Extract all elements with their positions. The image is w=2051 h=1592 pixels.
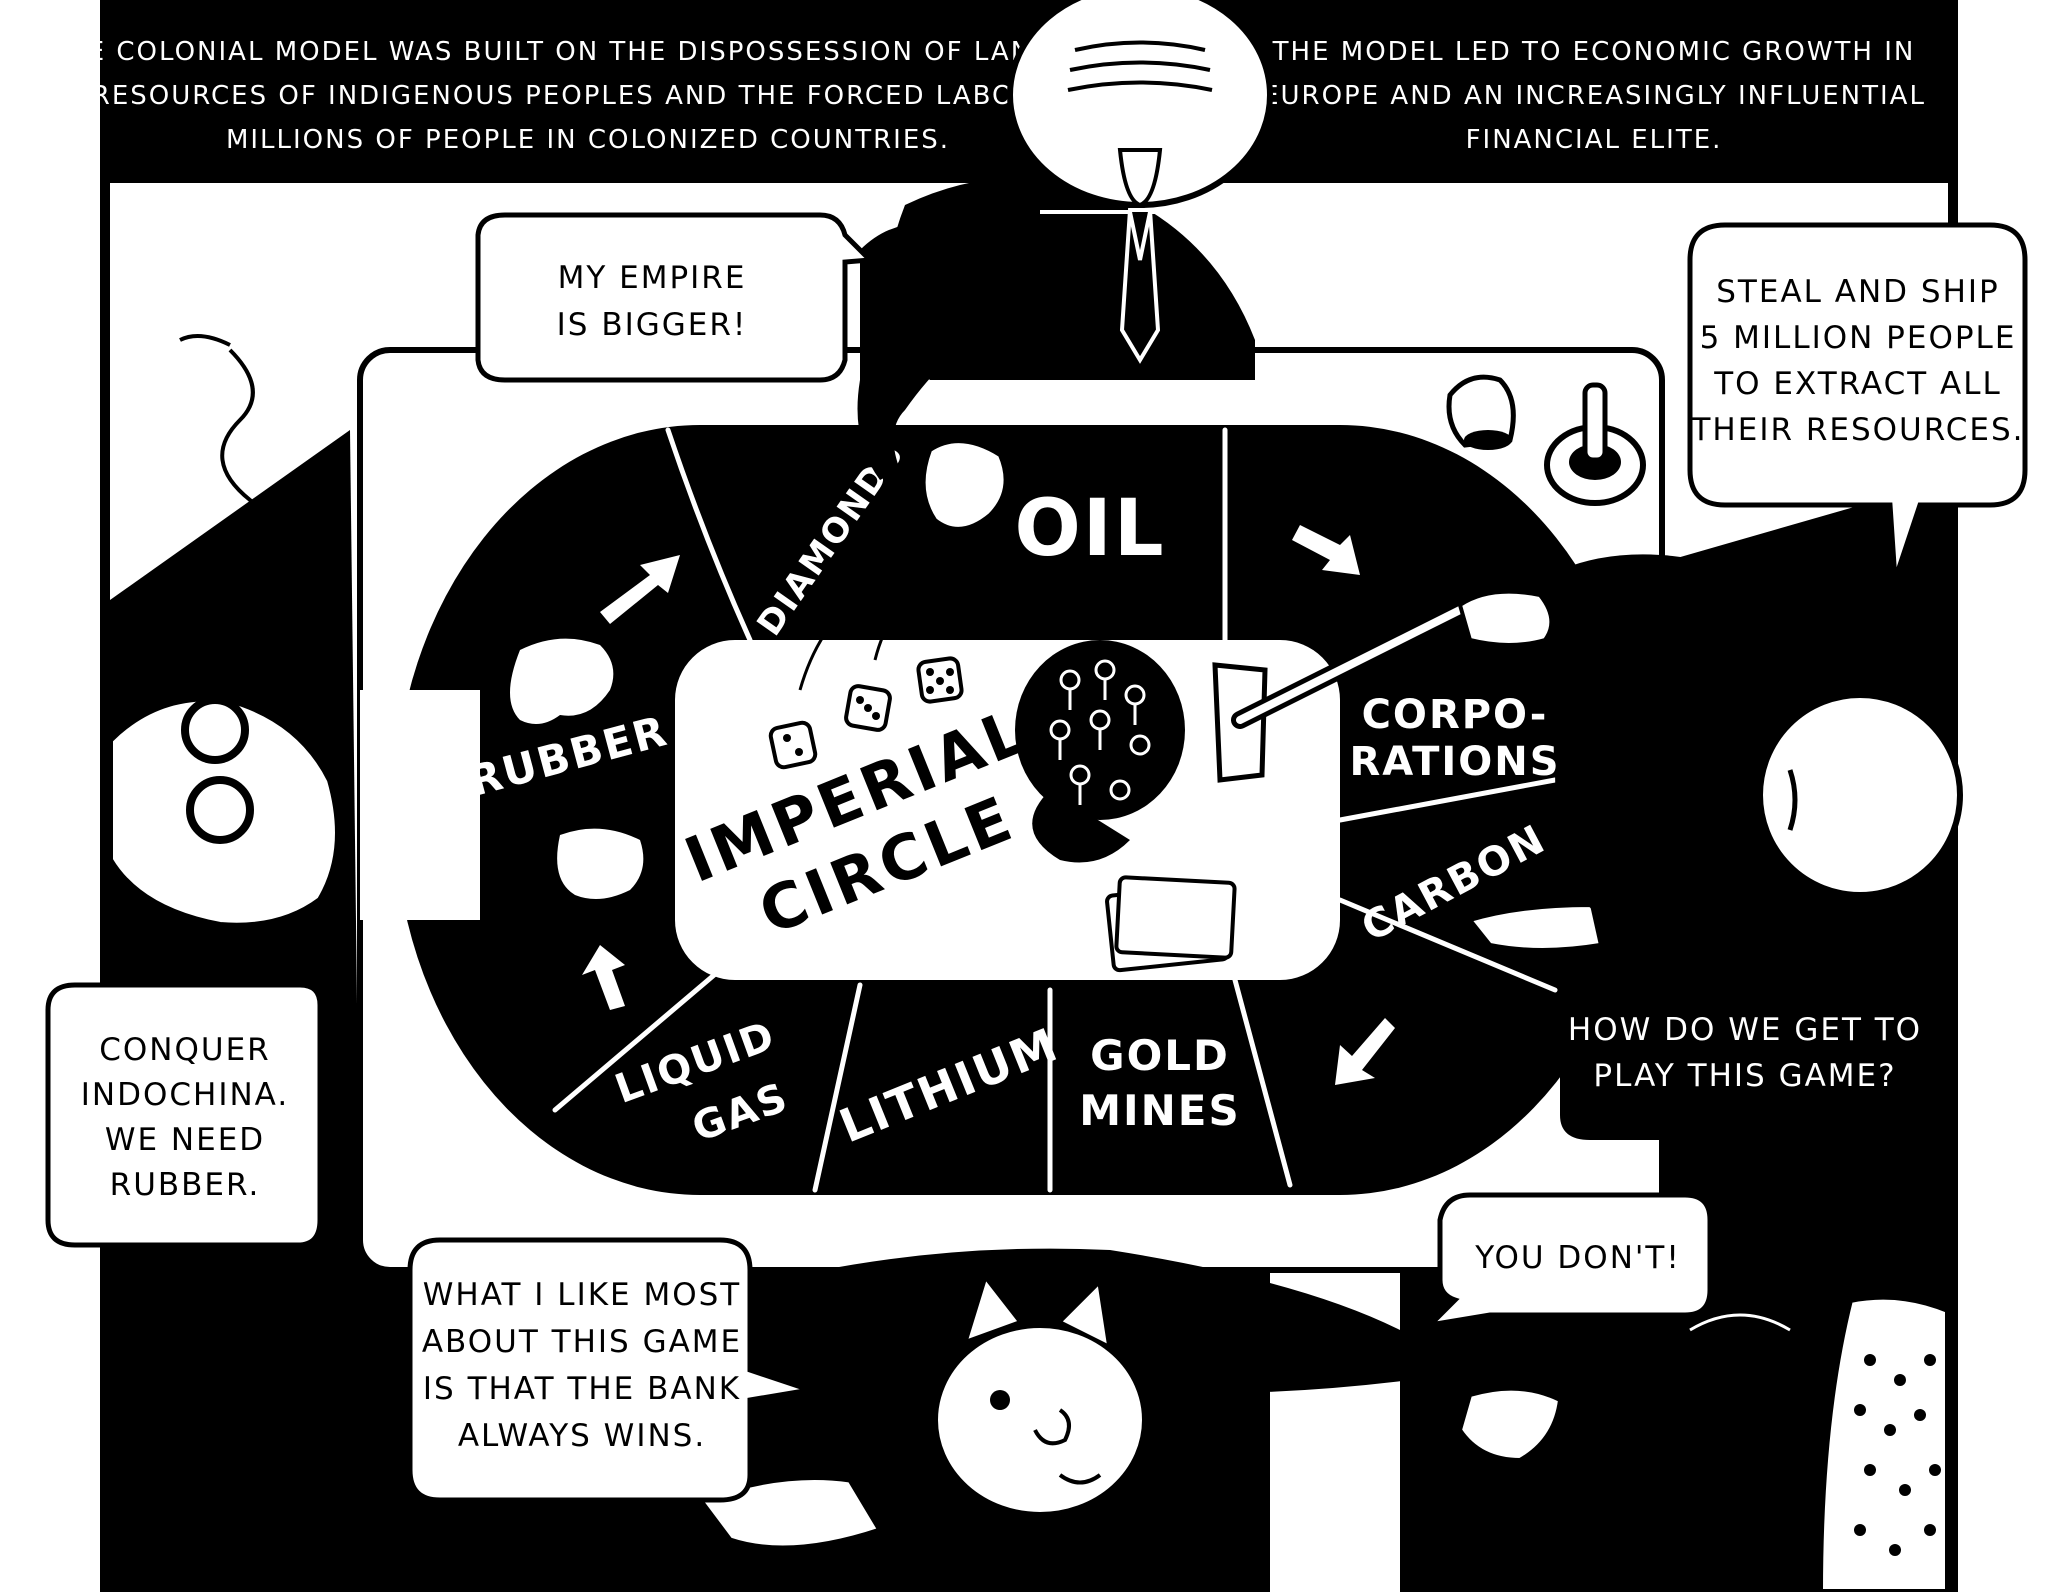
crowd-of-people <box>1015 601 1469 863</box>
dropping-hand <box>921 439 1008 531</box>
svg-text:THE COLONIAL MODEL WAS BUILT O: THE COLONIAL MODEL WAS BUILT ON THE DISP… <box>47 37 1127 67</box>
arrow-up-icon <box>582 945 625 1010</box>
svg-text:IS BIGGER!: IS BIGGER! <box>557 307 748 343</box>
arrow-up-right-icon <box>600 555 680 624</box>
open-hand <box>1457 1386 1563 1463</box>
svg-text:MILLIONS OF PEOPLE IN COLONIZE: MILLIONS OF PEOPLE IN COLONIZED COUNTRIE… <box>226 125 950 155</box>
svg-text:THE MODEL LED TO ECONOMIC GROW: THE MODEL LED TO ECONOMIC GROWTH IN <box>1272 37 1916 67</box>
space-corporations-1: CORPO- <box>1362 692 1549 738</box>
cards-stack <box>1105 875 1237 973</box>
svg-text:THEIR RESOURCES.: THEIR RESOURCES. <box>1690 412 2024 448</box>
table-props <box>1446 374 1646 506</box>
bubble-dont: YOU DON'T! <box>1422 1192 1713 1329</box>
track-arrows <box>582 525 1395 1085</box>
bottom-character <box>695 1248 1563 1551</box>
svg-text:WHAT I LIKE MOST: WHAT I LIKE MOST <box>423 1277 742 1313</box>
svg-text:TO EXTRACT ALL: TO EXTRACT ALL <box>1713 366 2002 402</box>
svg-text:WE NEED: WE NEED <box>105 1122 265 1158</box>
svg-text:FINANCIAL ELITE.: FINANCIAL ELITE. <box>1466 125 1723 155</box>
caption-left: THE COLONIAL MODEL WAS BUILT ON THE DISP… <box>47 37 1127 155</box>
arrow-down-left-icon <box>1335 1018 1395 1085</box>
left-character <box>107 334 341 929</box>
svg-text:5 MILLION PEOPLE: 5 MILLION PEOPLE <box>1700 320 2017 356</box>
space-corporations-2: RATIONS <box>1349 739 1560 785</box>
die-icon <box>768 720 818 770</box>
right-character <box>1457 554 1963 955</box>
svg-text:EUROPE AND AN INCREASINGLY INF: EUROPE AND AN INCREASINGLY INFLUENTIAL <box>1262 81 1926 111</box>
svg-text:YOU DON'T!: YOU DON'T! <box>1474 1240 1681 1276</box>
svg-text:PLAY THIS GAME?: PLAY THIS GAME? <box>1593 1058 1896 1094</box>
space-gold-mines-2: MINES <box>1079 1086 1241 1135</box>
caption-right: THE MODEL LED TO ECONOMIC GROWTH IN EURO… <box>1262 37 1926 155</box>
bubble-empire: MY EMPIRE IS BIGGER! <box>475 212 876 383</box>
dice <box>768 588 964 770</box>
space-gold-mines-1: GOLD <box>1090 1031 1230 1080</box>
space-oil: OIL <box>1014 484 1165 574</box>
children-onlookers <box>1658 1210 1951 1592</box>
die-icon <box>916 656 964 704</box>
arrow-down-right-icon <box>1292 525 1360 575</box>
svg-text:CONQUER: CONQUER <box>99 1032 270 1068</box>
svg-text:IS THAT THE BANK: IS THAT THE BANK <box>423 1371 741 1407</box>
svg-text:ALWAYS WINS.: ALWAYS WINS. <box>458 1418 706 1454</box>
glasses-icon <box>181 696 249 764</box>
top-character <box>857 0 1273 531</box>
bubble-steal: STEAL AND SHIP 5 MILLION PEOPLE TO EXTRA… <box>1687 222 2028 581</box>
bubble-bank: WHAT I LIKE MOST ABOUT THIS GAME IS THAT… <box>407 1237 811 1503</box>
svg-text:STEAL AND SHIP: STEAL AND SHIP <box>1716 274 1999 310</box>
die-icon <box>844 684 892 732</box>
svg-text:MY EMPIRE: MY EMPIRE <box>558 260 747 296</box>
bubble-how: HOW DO WE GET TO PLAY THIS GAME? <box>1560 965 1930 1280</box>
svg-text:RESOURCES OF INDIGENOUS PEOPLE: RESOURCES OF INDIGENOUS PEOPLES AND THE … <box>92 81 1085 111</box>
svg-text:ABOUT THIS GAME: ABOUT THIS GAME <box>422 1324 742 1360</box>
svg-text:INDOCHINA.: INDOCHINA. <box>81 1077 289 1113</box>
left-hands <box>510 638 644 899</box>
svg-text:HOW DO WE GET TO: HOW DO WE GET TO <box>1568 1012 1922 1048</box>
bubble-conquer: CONQUER INDOCHINA. WE NEED RUBBER. <box>45 982 323 1248</box>
svg-text:RUBBER.: RUBBER. <box>110 1167 261 1203</box>
